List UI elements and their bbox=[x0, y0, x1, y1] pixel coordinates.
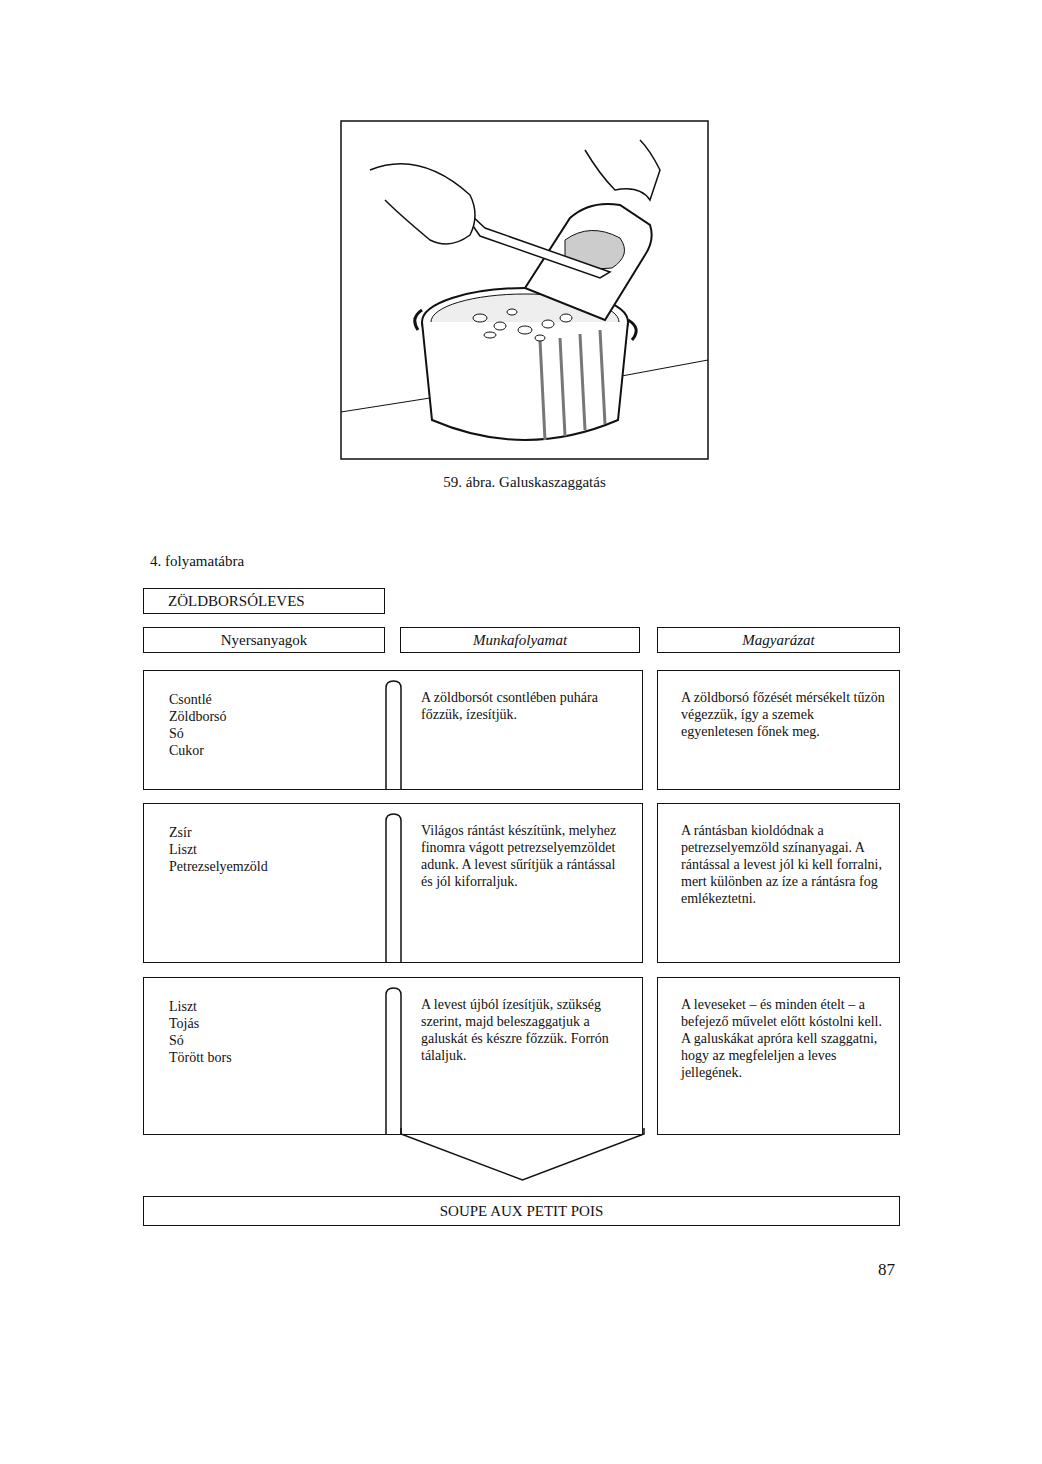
explanation-box: A zöldborsó főzését mérsékelt tűzön vége… bbox=[657, 670, 900, 790]
node-text: A leveseket – és minden ételt – a befeje… bbox=[681, 996, 885, 1081]
node-text: Só bbox=[169, 725, 642, 742]
node-text: Magyarázat bbox=[658, 631, 899, 649]
column-header: Magyarázat bbox=[657, 627, 900, 653]
column-header: Munkafolyamat bbox=[400, 627, 640, 653]
process-step: A zöldborsót csontlében puhára főzzük, í… bbox=[401, 671, 644, 789]
page-number: 87 bbox=[878, 1260, 895, 1280]
ingredients-box: ZsírLisztPetrezselyemzöldVilágos rántást… bbox=[143, 803, 643, 963]
title-box: ZÖLDBORSÓLEVES bbox=[143, 588, 385, 614]
chevron-outline bbox=[401, 1128, 644, 1180]
process-bracket bbox=[386, 681, 401, 789]
node-text: A zöldborsót csontlében puhára főzzük, í… bbox=[421, 689, 624, 723]
explanation-box: A leveseket – és minden ételt – a befeje… bbox=[657, 977, 900, 1135]
node-text: ZÖLDBORSÓLEVES bbox=[168, 592, 384, 610]
flow-chevron bbox=[401, 1128, 644, 1180]
process-step: Világos rántást készítünk, melyhez finom… bbox=[401, 804, 644, 962]
explanation-box: A rántásban kioldódnak a petrezselyemzöl… bbox=[657, 803, 900, 963]
node-text: Cukor bbox=[169, 742, 642, 759]
process-bracket bbox=[386, 814, 401, 962]
node-text: Törött bors bbox=[169, 1049, 642, 1066]
node-text: Világos rántást készítünk, melyhez finom… bbox=[421, 822, 624, 890]
process-bracket bbox=[386, 988, 401, 1134]
node-text: A rántásban kioldódnak a petrezselyemzöl… bbox=[681, 822, 885, 907]
node-text: Zöldborsó bbox=[169, 708, 642, 725]
node-text: A zöldborsó főzését mérsékelt tűzön vége… bbox=[681, 689, 885, 740]
ingredients-box: LisztTojásSóTörött borsA levest újból íz… bbox=[143, 977, 643, 1135]
flowchart-title: 4. folyamatábra bbox=[150, 553, 244, 570]
node-text: SOUPE AUX PETIT POIS bbox=[144, 1202, 899, 1220]
dish-name-box: SOUPE AUX PETIT POIS bbox=[143, 1196, 900, 1226]
node-text: Nyersanyagok bbox=[144, 631, 384, 649]
column-header: Nyersanyagok bbox=[143, 627, 385, 653]
figure-caption: 59. ábra. Galuskaszaggatás bbox=[341, 474, 708, 491]
node-text: Munkafolyamat bbox=[401, 631, 639, 649]
process-step: A levest újból ízesítjük, szükség szerin… bbox=[401, 978, 644, 1134]
ingredients-box: CsontléZöldborsóSóCukorA zöldborsót cson… bbox=[143, 670, 643, 790]
node-text: A levest újból ízesítjük, szükség szerin… bbox=[421, 996, 624, 1064]
